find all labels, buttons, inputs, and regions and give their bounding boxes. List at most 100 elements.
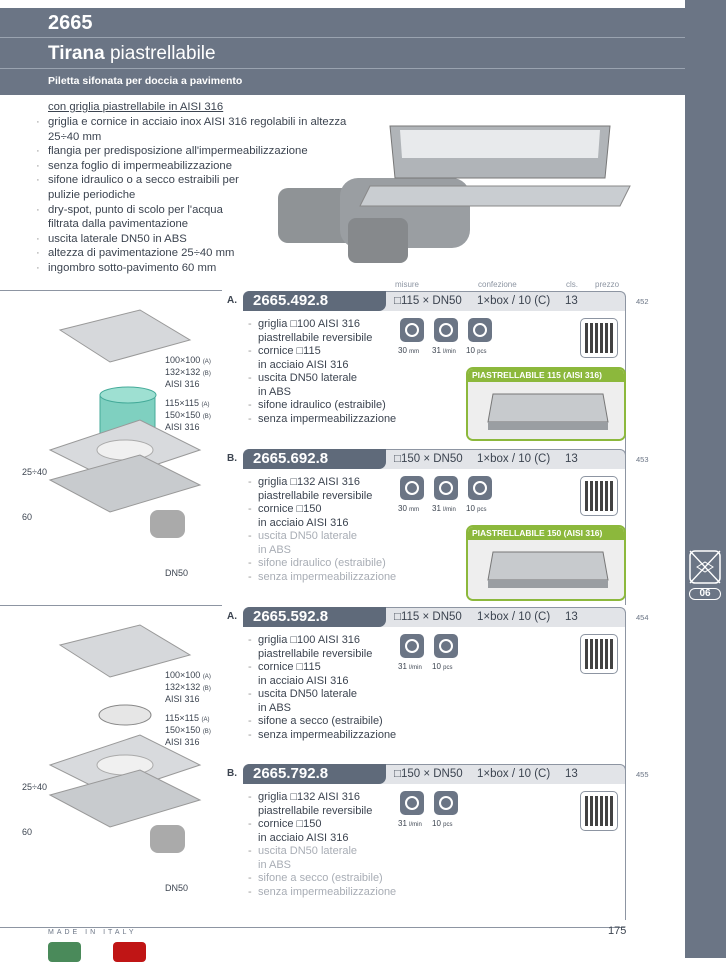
qr-code[interactable]	[580, 318, 618, 358]
feature-list: griglia e cornice in acciaio inox AISI 3…	[36, 115, 356, 276]
chapter-number[interactable]: 06	[689, 588, 721, 600]
intro-text: con griglia piastrellabile in AISI 316	[48, 101, 224, 113]
description-line: cornice □115	[248, 345, 396, 359]
product-code[interactable]: 2665.492.8	[243, 291, 386, 311]
feature-item: dry-spot, punto di scolo per l'acqua fil…	[36, 203, 251, 232]
product-cls: 13	[565, 453, 578, 465]
box-icon	[468, 476, 492, 500]
badge-title: PIASTRELLABILE 115 (AISI 316)	[468, 369, 624, 382]
icon-caption: 31 l/min	[398, 819, 422, 828]
description-line: uscita DN50 laterale	[248, 372, 396, 386]
description-line: sifone a secco (estraibile)	[248, 872, 396, 886]
description-line: in acciaio AISI 316	[258, 674, 349, 687]
description-line: senza impermeabilizzazione	[248, 413, 396, 427]
description-line: sifone a secco (estraibile)	[248, 715, 396, 729]
description-line: senza impermeabilizzazione	[248, 886, 396, 900]
chapter-sidebar: 06	[685, 0, 726, 958]
col-cls: cls.	[566, 280, 578, 289]
description-line: griglia □132 AISI 316	[248, 476, 396, 490]
description-line: in ABS	[258, 858, 292, 871]
variant-badge: PIASTRELLABILE 115 (AISI 316)	[466, 367, 626, 441]
trap-icon	[400, 318, 424, 342]
ref-number: 455	[636, 770, 649, 779]
description-line: piastrellabile reversibile	[258, 647, 373, 660]
exploded-diagram-hydraulic	[48, 309, 202, 538]
qr-code[interactable]	[580, 791, 618, 831]
ref-number: 453	[636, 455, 649, 464]
section-border	[625, 627, 626, 785]
variant-letter: A.	[227, 295, 237, 306]
product-cls: 13	[565, 611, 578, 623]
description-line: piastrellabile reversibile	[258, 331, 373, 344]
description-line: in ABS	[258, 543, 292, 556]
feature-item: griglia e cornice in acciaio inox AISI 3…	[36, 115, 356, 144]
description-line: in ABS	[258, 385, 292, 398]
description-line: griglia □132 AISI 316	[248, 791, 396, 805]
flow-icon	[400, 791, 424, 815]
height-dim: 25÷40	[22, 782, 47, 792]
page-title: Tirana piastrellabile	[48, 43, 216, 64]
section-border	[625, 784, 626, 920]
made-in-italy: MADE IN ITALY	[48, 929, 137, 936]
variant-badge: PIASTRELLABILE 150 (AISI 316)	[466, 525, 626, 601]
product-code[interactable]: 2665.592.8	[243, 607, 386, 627]
col-prezzo: prezzo	[595, 280, 620, 289]
icon-caption: 10 pcs	[432, 662, 453, 671]
frame-sizes: 115×115 (A)150×150 (B)AISI 316	[165, 398, 211, 432]
product-code-title: 2665	[48, 12, 93, 34]
description-line: in acciaio AISI 316	[258, 516, 349, 529]
description-line: uscita DN50 laterale	[248, 688, 396, 702]
exploded-diagram-dry	[48, 624, 202, 853]
description-line: cornice □115	[248, 661, 396, 675]
feature-item: ingombro sotto-pavimento 60 mm	[36, 261, 356, 276]
outlet-dim: DN50	[165, 883, 189, 893]
page-header: 2665 Tirana piastrellabile Piletta sifon…	[0, 8, 685, 95]
product-code[interactable]: 2665.692.8	[243, 449, 386, 469]
icon-caption: 30 mm	[398, 504, 420, 513]
depth-dim: 60	[22, 827, 33, 837]
product-pack: 1×box / 10 (C)	[477, 768, 551, 780]
icon-caption: 31 l/min	[432, 504, 456, 513]
outlet-dim: DN50	[165, 568, 189, 578]
box-icon	[434, 634, 458, 658]
icon-caption: 30 mm	[398, 346, 420, 355]
product-pack: 1×box / 10 (C)	[477, 611, 551, 623]
product-code[interactable]: 2665.792.8	[243, 764, 386, 784]
product-size: □150 × DN50	[394, 453, 463, 465]
product-pack: 1×box / 10 (C)	[477, 453, 551, 465]
trap-icon	[400, 476, 424, 500]
ref-number: 454	[636, 613, 649, 622]
flag-red	[113, 942, 146, 962]
ref-number: 452	[636, 297, 649, 306]
product-photo	[278, 125, 631, 263]
qr-code[interactable]	[580, 476, 618, 516]
page-number: 175	[608, 925, 627, 937]
description-line: senza impermeabilizzazione	[248, 571, 396, 585]
col-confezione: confezione	[478, 280, 517, 289]
feature-item: sifone idraulico o a secco estraibili pe…	[36, 173, 251, 202]
variant-letter: B.	[227, 768, 237, 779]
description-line: in acciaio AISI 316	[258, 831, 349, 844]
qr-code[interactable]	[580, 634, 618, 674]
frame-sizes: 115×115 (A)150×150 (B)AISI 316	[165, 713, 211, 747]
icon-caption: 31 l/min	[398, 662, 422, 671]
description-line: cornice □150	[248, 818, 396, 832]
height-dim: 25÷40	[22, 467, 47, 477]
description-line: uscita DN50 laterale	[248, 845, 396, 859]
product-cls: 13	[565, 295, 578, 307]
col-misure: misure	[395, 280, 420, 289]
description-line: griglia □100 AISI 316	[248, 318, 396, 332]
product-size: □150 × DN50	[394, 768, 463, 780]
variant-letter: B.	[227, 453, 237, 464]
badge-photo	[468, 382, 624, 439]
description-line: piastrellabile reversibile	[258, 489, 373, 502]
description-line: in acciaio AISI 316	[258, 358, 349, 371]
product-size: □115 × DN50	[394, 295, 462, 307]
description-line: sifone idraulico (estraibile)	[248, 399, 396, 413]
box-icon	[468, 318, 492, 342]
grid-sizes: 100×100 (A)132×132 (B)AISI 316	[165, 355, 211, 389]
